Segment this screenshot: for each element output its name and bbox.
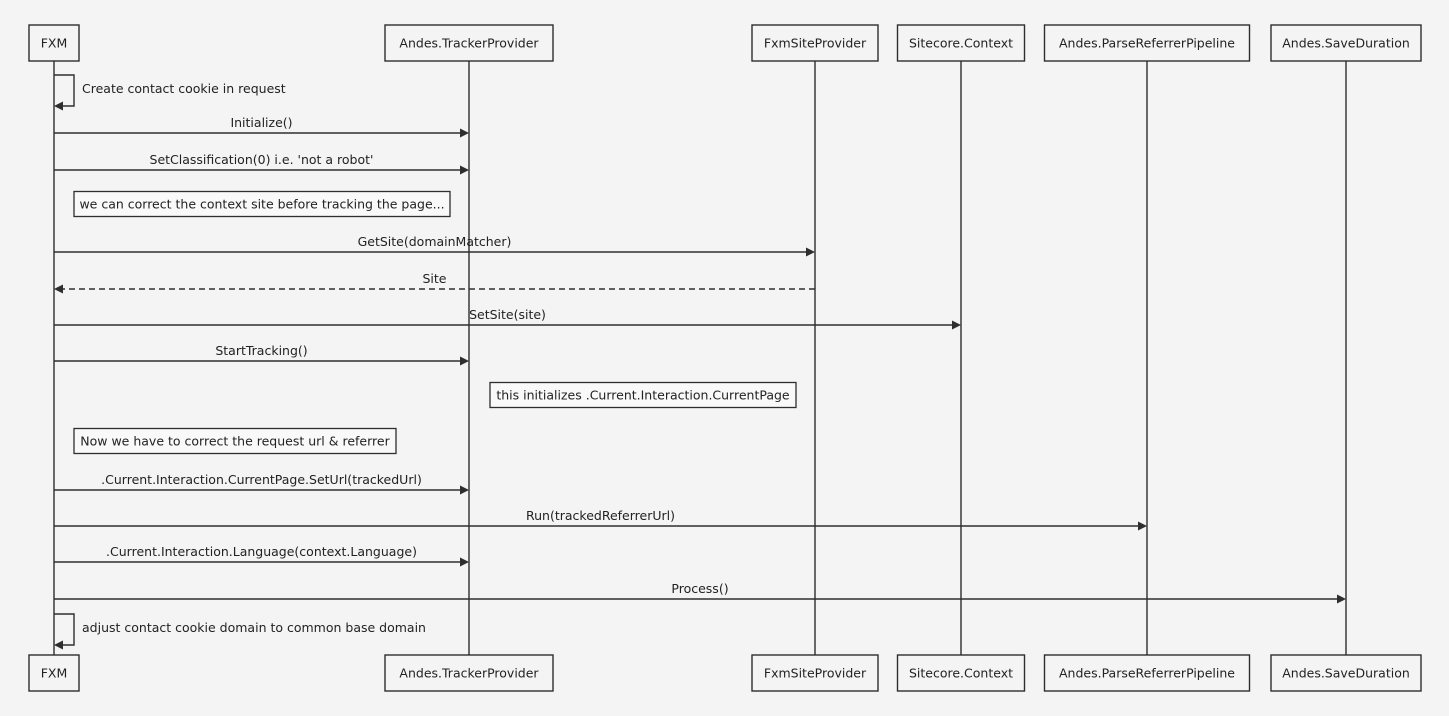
- arrow-head: [806, 247, 815, 257]
- note-text: Now we have to correct the request url &…: [80, 434, 390, 449]
- note-box: [489, 381, 797, 409]
- participant-label: Andes.ParseReferrerPipeline: [1059, 666, 1235, 681]
- participant-fxm-bottom: FXM: [28, 654, 80, 692]
- message-4: GetSite(domainMatcher): [54, 234, 815, 257]
- participant-site-bottom: FxmSiteProvider: [751, 654, 879, 692]
- arrow-head: [460, 165, 469, 175]
- participant-label: FxmSiteProvider: [764, 666, 867, 681]
- participant-box: [1043, 654, 1251, 692]
- participant-context-bottom: Sitecore.Context: [896, 654, 1026, 692]
- participant-label: FxmSiteProvider: [764, 36, 867, 51]
- participant-label: Andes.SaveDuration: [1282, 36, 1410, 51]
- message-6: SetSite(site): [54, 307, 961, 330]
- arrow-head: [54, 284, 63, 294]
- self-message-14: adjust contact cookie domain to common b…: [54, 613, 426, 650]
- arrow-head: [460, 485, 469, 495]
- self-message-0: Create contact cookie in request: [54, 74, 286, 111]
- message-12: .Current.Interaction.Language(context.La…: [54, 544, 469, 567]
- participant-label: Andes.ParseReferrerPipeline: [1059, 36, 1235, 51]
- participant-site-top: FxmSiteProvider: [751, 24, 879, 62]
- arrow-head: [54, 640, 63, 650]
- note-9: Now we have to correct the request url &…: [73, 427, 397, 455]
- participant-box: [384, 24, 554, 62]
- participant-box: [896, 24, 1026, 62]
- message-2: SetClassification(0) i.e. 'not a robot': [54, 152, 469, 175]
- self-message-line: [54, 74, 75, 107]
- arrow-head: [460, 557, 469, 567]
- return-message-5: Site: [54, 271, 815, 294]
- participant-label: Andes.TrackerProvider: [399, 36, 539, 51]
- self-message-label: adjust contact cookie domain to common b…: [82, 620, 426, 635]
- note-box: [73, 190, 451, 218]
- participant-label: FXM: [41, 666, 68, 681]
- message-label: Process(): [671, 581, 728, 596]
- message-7: StartTracking(): [54, 343, 469, 366]
- arrow-head: [1138, 521, 1147, 531]
- participant-box: [1270, 24, 1422, 62]
- arrow-head: [1337, 594, 1346, 604]
- note-8: this initializes .Current.Interaction.Cu…: [489, 381, 797, 409]
- message-label: SetClassification(0) i.e. 'not a robot': [150, 152, 374, 167]
- participant-box: [1270, 654, 1422, 692]
- arrow-head: [54, 101, 63, 111]
- note-3: we can correct the context site before t…: [73, 190, 451, 218]
- participant-duration-top: Andes.SaveDuration: [1270, 24, 1422, 62]
- participant-tracker-bottom: Andes.TrackerProvider: [384, 654, 554, 692]
- self-message-line: [54, 613, 75, 646]
- participant-label: Andes.SaveDuration: [1282, 666, 1410, 681]
- participant-box: [1043, 24, 1251, 62]
- note-text: this initializes .Current.Interaction.Cu…: [496, 388, 790, 403]
- participant-fxm-top: FXM: [28, 24, 80, 62]
- arrow-head: [460, 356, 469, 366]
- participant-label: FXM: [41, 36, 68, 51]
- message-label: Run(trackedReferrerUrl): [526, 508, 675, 523]
- arrow-head: [952, 320, 961, 330]
- arrow-head: [460, 128, 469, 138]
- message-label: SetSite(site): [469, 307, 546, 322]
- message-label: Initialize(): [230, 115, 292, 130]
- participant-box: [28, 24, 80, 62]
- notes: we can correct the context site before t…: [73, 190, 797, 455]
- participants: FXMFXMAndes.TrackerProviderAndes.Tracker…: [28, 24, 1422, 692]
- participant-context-top: Sitecore.Context: [896, 24, 1026, 62]
- participant-duration-bottom: Andes.SaveDuration: [1270, 654, 1422, 692]
- message-label: StartTracking(): [215, 343, 307, 358]
- self-message-label: Create contact cookie in request: [82, 81, 286, 96]
- participant-box: [896, 654, 1026, 692]
- participant-label: Andes.TrackerProvider: [399, 666, 539, 681]
- message-label: GetSite(domainMatcher): [358, 234, 512, 249]
- lifelines: [53, 61, 1347, 655]
- message-label: Site: [423, 271, 447, 286]
- note-text: we can correct the context site before t…: [79, 197, 444, 212]
- message-10: .Current.Interaction.CurrentPage.SetUrl(…: [54, 472, 469, 495]
- messages: Create contact cookie in requestInitiali…: [54, 74, 1346, 650]
- participant-pipeline-bottom: Andes.ParseReferrerPipeline: [1043, 654, 1251, 692]
- participant-label: Sitecore.Context: [909, 666, 1013, 681]
- participant-box: [751, 24, 879, 62]
- participant-box: [751, 654, 879, 692]
- participant-tracker-top: Andes.TrackerProvider: [384, 24, 554, 62]
- message-13: Process(): [54, 581, 1346, 604]
- participant-label: Sitecore.Context: [909, 36, 1013, 51]
- message-label: .Current.Interaction.CurrentPage.SetUrl(…: [101, 472, 422, 487]
- message-1: Initialize(): [54, 115, 469, 138]
- message-11: Run(trackedReferrerUrl): [54, 508, 1147, 531]
- note-box: [73, 427, 397, 455]
- participant-pipeline-top: Andes.ParseReferrerPipeline: [1043, 24, 1251, 62]
- message-label: .Current.Interaction.Language(context.La…: [106, 544, 417, 559]
- participant-box: [28, 654, 80, 692]
- participant-box: [384, 654, 554, 692]
